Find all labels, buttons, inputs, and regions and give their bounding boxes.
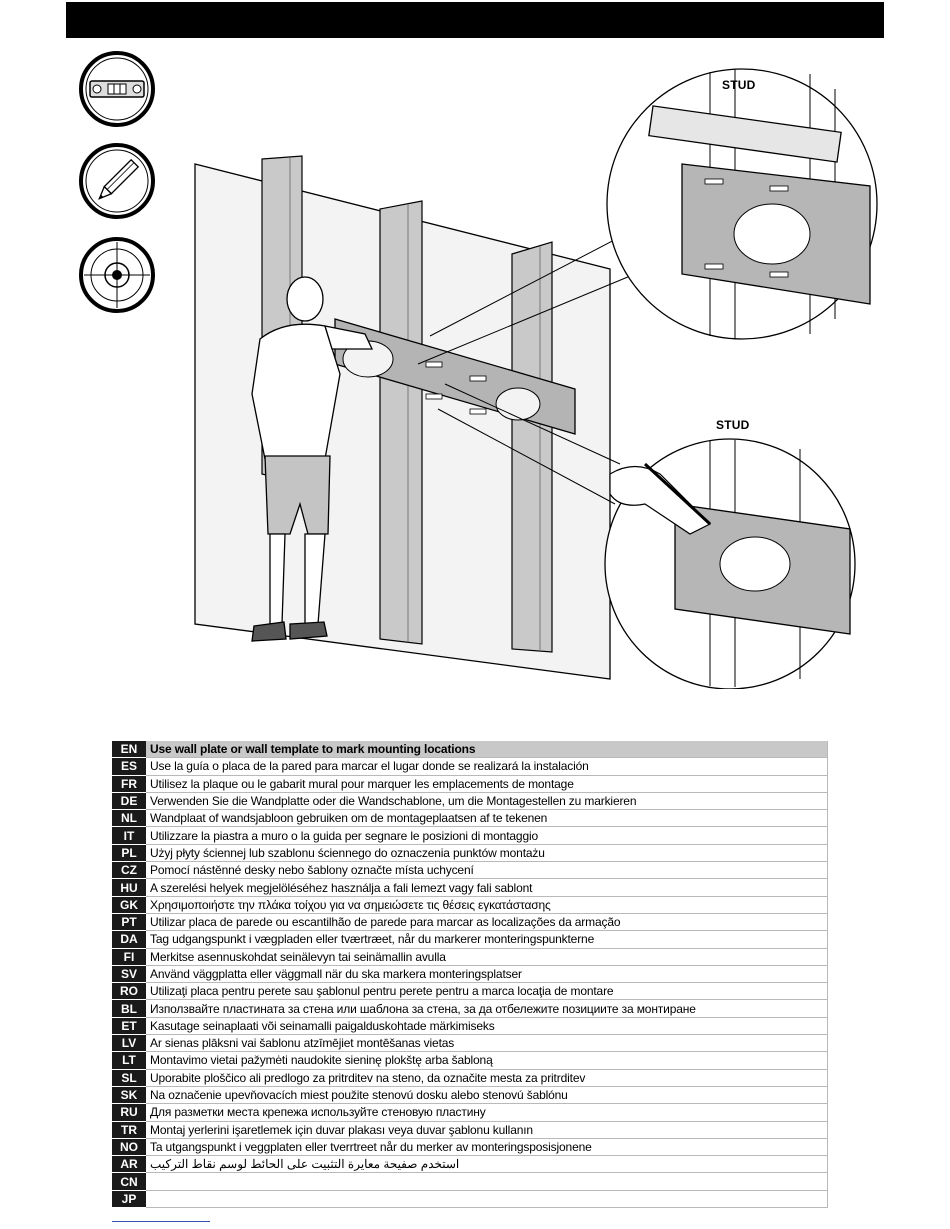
instruction-text: Използвайте пластината за стена или шабл… xyxy=(146,999,828,1018)
instruction-text: استخدم صفيحة معايرة التثبيت على الحائط ل… xyxy=(146,1155,828,1174)
instruction-text xyxy=(146,1172,828,1191)
language-code: AR xyxy=(112,1155,146,1174)
language-code: CZ xyxy=(112,861,146,880)
language-code: ET xyxy=(112,1017,146,1036)
instruction-text: Χρησιμοποιήστε την πλάκα τοίχου για να σ… xyxy=(146,896,828,914)
language-code: DA xyxy=(112,930,146,949)
instruction-text: Montavimo vietai pažymėti naudokite sien… xyxy=(146,1051,828,1070)
instruction-text: Для разметки места крепежа используйте с… xyxy=(146,1103,828,1122)
language-code: EN xyxy=(112,741,146,759)
header-bar xyxy=(66,2,884,38)
language-code: SK xyxy=(112,1086,146,1105)
pencil-icon xyxy=(79,143,155,219)
language-code: IT xyxy=(112,826,146,845)
language-code: CN xyxy=(112,1172,146,1191)
language-code: FR xyxy=(112,775,146,793)
language-code: ES xyxy=(112,757,146,776)
language-code: SL xyxy=(112,1069,146,1087)
language-code: FI xyxy=(112,948,146,966)
instruction-text: Use la guía o placa de la pared para mar… xyxy=(146,757,828,776)
language-code: DE xyxy=(112,792,146,811)
instruction-text: Ar sienas plāksni vai šablonu atzīmējiet… xyxy=(146,1034,828,1053)
stud-label-upper: STUD xyxy=(722,78,756,92)
language-code: PL xyxy=(112,844,146,863)
language-row: CN xyxy=(112,1172,828,1191)
language-code: GK xyxy=(112,896,146,914)
language-code: TR xyxy=(112,1121,146,1139)
instruction-text: Use wall plate or wall template to mark … xyxy=(146,741,828,759)
mounting-illustration xyxy=(194,68,878,689)
language-row: JP xyxy=(112,1190,828,1209)
language-code: LV xyxy=(112,1034,146,1053)
instruction-text: Na označenie upevňovacích miest použite … xyxy=(146,1086,828,1105)
instruction-text: Pomocí nástěnné desky nebo šablony označ… xyxy=(146,861,828,880)
language-code: NO xyxy=(112,1138,146,1157)
instruction-text: Użyj płyty ściennej lub szablonu ścienne… xyxy=(146,844,828,863)
instruction-text: Utilizaţi placa pentru perete sau şablon… xyxy=(146,982,828,1001)
instruction-text: Verwenden Sie die Wandplatte oder die Wa… xyxy=(146,792,828,811)
instruction-text: Wandplaat of wandsjabloon gebruiken om d… xyxy=(146,809,828,828)
instruction-text: Använd väggplatta eller väggmall när du … xyxy=(146,965,828,984)
language-code: RO xyxy=(112,982,146,1001)
footer-link-line xyxy=(112,1221,210,1222)
language-code: PT xyxy=(112,913,146,932)
instruction-text: Tag udgangspunkt i vægpladen eller tvært… xyxy=(146,930,828,949)
language-code: LT xyxy=(112,1051,146,1070)
detail-lower xyxy=(604,438,856,689)
instruction-text: Uporabite ploščico ali predlogo za pritr… xyxy=(146,1069,828,1087)
language-code: JP xyxy=(112,1190,146,1209)
language-code: NL xyxy=(112,809,146,828)
language-code: BL xyxy=(112,999,146,1018)
language-code: SV xyxy=(112,965,146,984)
crosshair-icon xyxy=(79,237,155,313)
instruction-text: Kasutage seinaplaati või seinamalli paig… xyxy=(146,1017,828,1036)
instruction-text xyxy=(146,1190,828,1209)
instruction-text: Utilizar placa de parede ou escantilhão … xyxy=(146,913,828,932)
level-icon xyxy=(79,51,155,127)
stud-label-lower: STUD xyxy=(716,418,750,432)
instruction-text: Utilizzare la piastra a muro o la guida … xyxy=(146,826,828,845)
person xyxy=(251,276,374,642)
instruction-text: Ta utgangspunkt i veggplaten eller tverr… xyxy=(146,1138,828,1157)
language-code: HU xyxy=(112,878,146,897)
instruction-text: Utilisez la plaque ou le gabarit mural p… xyxy=(146,775,828,793)
instruction-text: A szerelési helyek megjelöléséhez haszná… xyxy=(146,878,828,897)
detail-upper xyxy=(606,68,878,340)
language-code: RU xyxy=(112,1103,146,1122)
instruction-text: Merkitse asennuskohdat seinälevyn tai se… xyxy=(146,948,828,966)
instruction-text: Montaj yerlerini işaretlemek için duvar … xyxy=(146,1121,828,1139)
